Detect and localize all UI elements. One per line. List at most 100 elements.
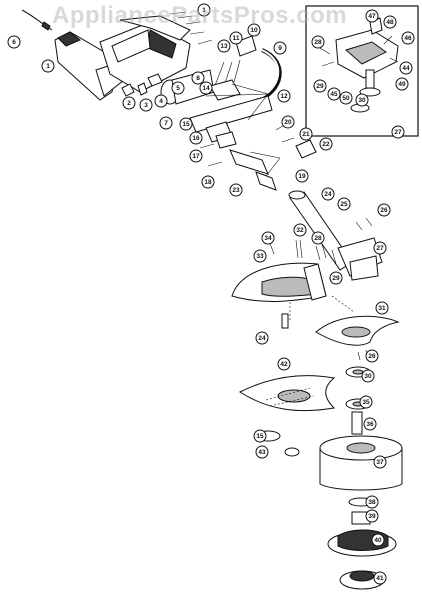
callout-number: 16 [192, 135, 200, 142]
callout-circle [7, 35, 21, 49]
callout-number: 17 [192, 153, 200, 160]
callout-27: 27 [373, 241, 387, 255]
callout-number: 23 [232, 187, 240, 194]
callout-circle [197, 3, 211, 17]
callout-27-2: 27 [391, 125, 405, 139]
callout-34: 34 [261, 231, 275, 245]
callout-22: 22 [319, 137, 333, 151]
callout-49: 49 [395, 77, 409, 91]
callout-30-2: 30 [355, 93, 369, 107]
callout-18: 18 [201, 175, 215, 189]
callout-5: 5 [171, 81, 185, 95]
callout-number: 38 [368, 499, 376, 506]
callout-19: 19 [295, 169, 309, 183]
callout-number: 24 [258, 335, 266, 342]
callout-circle [217, 39, 231, 53]
callout-circle [321, 187, 335, 201]
callout-circle [365, 495, 379, 509]
callout-circle [311, 35, 325, 49]
callout-circle [383, 15, 397, 29]
callout-1-2: 1 [197, 3, 211, 17]
callout-number: 7 [164, 120, 168, 127]
callout-number: 40 [374, 537, 382, 544]
callout-number: 48 [386, 19, 394, 26]
callout-13: 13 [217, 39, 231, 53]
callout-11: 11 [229, 31, 243, 45]
callout-circle [281, 115, 295, 129]
callout-number: 2 [127, 100, 131, 107]
callout-circle [255, 331, 269, 345]
callout-number: 37 [376, 459, 384, 466]
callout-number: 36 [366, 421, 374, 428]
callout-number: 47 [368, 13, 376, 20]
callout-number: 11 [233, 35, 240, 42]
callout-circle [365, 349, 379, 363]
callout-31: 31 [375, 301, 389, 315]
callout-circle [159, 116, 173, 130]
callout-number: 10 [250, 27, 258, 34]
callout-number: 30 [358, 97, 366, 104]
engine-housing [21, 9, 317, 191]
callout-number: 34 [264, 235, 272, 242]
callout-circle [361, 369, 375, 383]
callout-17: 17 [189, 149, 203, 163]
callout-circle [189, 149, 203, 163]
callout-6: 6 [7, 35, 21, 49]
callout-3: 3 [139, 98, 153, 112]
callout-circle [277, 357, 291, 371]
callout-28: 28 [311, 231, 325, 245]
callout-number: 43 [258, 449, 266, 456]
callout-circle [179, 117, 193, 131]
callout-number: 21 [302, 131, 310, 138]
callout-number: 26 [368, 353, 376, 360]
callout-circle [359, 395, 373, 409]
callout-number: 13 [220, 43, 228, 50]
callout-26-2: 26 [365, 349, 379, 363]
callout-circle [273, 41, 287, 55]
callout-15: 15 [179, 117, 193, 131]
callout-45: 45 [327, 87, 341, 101]
callout-circle [171, 81, 185, 95]
callout-circle [365, 9, 379, 23]
callout-32: 32 [293, 223, 307, 237]
drive-shaft-and-guard [231, 190, 400, 346]
callout-41: 41 [373, 571, 387, 585]
callout-number: 20 [284, 119, 292, 126]
callout-number: 29 [316, 83, 324, 90]
callout-47: 47 [365, 9, 379, 23]
callout-number: 14 [202, 85, 210, 92]
callout-number: 33 [256, 253, 264, 260]
callout-circle [373, 241, 387, 255]
callout-number: 28 [314, 235, 322, 242]
callout-circle [255, 445, 269, 459]
callout-number: 42 [280, 361, 288, 368]
callout-number: 41 [376, 575, 384, 582]
callout-circle [41, 59, 55, 73]
callout-37: 37 [373, 455, 387, 469]
callout-circle [363, 417, 377, 431]
callout-circle [247, 23, 261, 37]
callout-number: 6 [12, 39, 16, 46]
callout-circle [299, 127, 313, 141]
callout-number: 25 [340, 201, 348, 208]
callout-36: 36 [363, 417, 377, 431]
callout-26: 26 [377, 203, 391, 217]
callout-number: 28 [314, 39, 322, 46]
callout-1: 1 [41, 59, 55, 73]
callout-circle [229, 31, 243, 45]
callout-circle [327, 87, 341, 101]
callout-12: 12 [277, 89, 291, 103]
callout-4: 4 [154, 94, 168, 108]
callout-number: 9 [278, 45, 282, 52]
callout-circle [399, 61, 413, 75]
callout-number: 15 [182, 121, 190, 128]
callout-circle [311, 231, 325, 245]
callout-number: 29 [332, 275, 340, 282]
callout-circle [371, 533, 385, 547]
callout-circle [365, 509, 379, 523]
inset-gearbox [319, 17, 399, 113]
callout-24: 24 [321, 187, 335, 201]
callout-circle [373, 455, 387, 469]
callout-30: 30 [361, 369, 375, 383]
